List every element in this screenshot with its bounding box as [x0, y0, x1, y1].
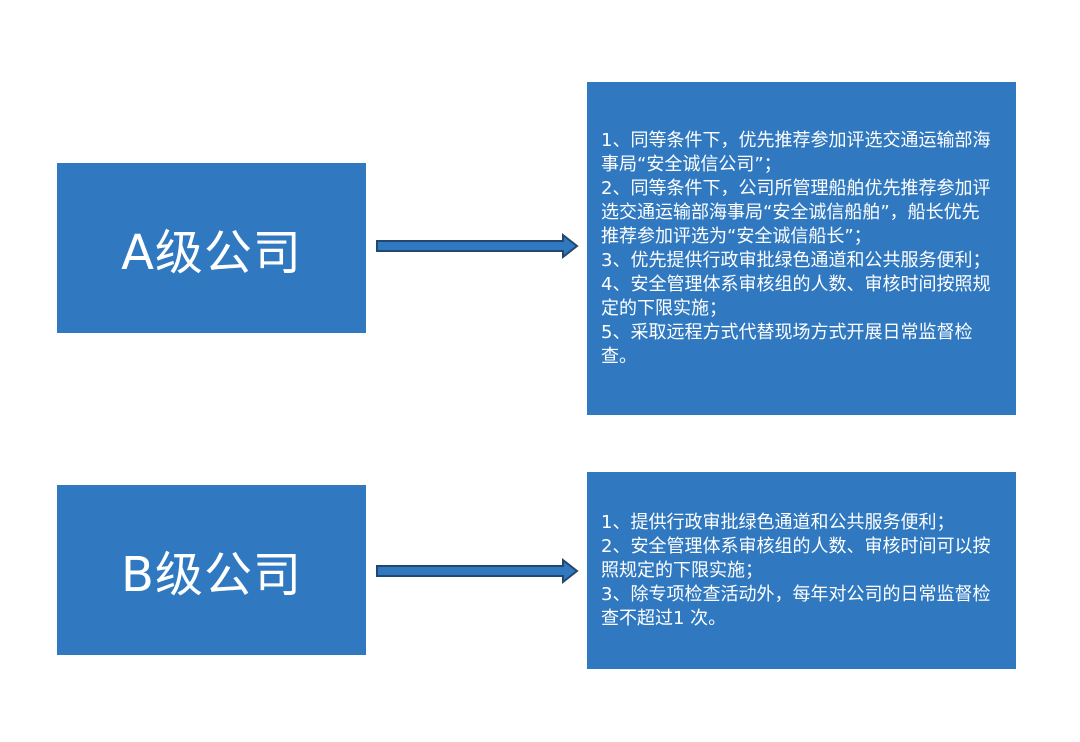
tier-a-benefit-2: 2、同等条件下，公司所管理船舶优先推荐参加评选交通运输部海事局“安全诚信船舶”，…	[601, 177, 991, 247]
tier-b-benefits-box: 1、提供行政审批绿色通道和公共服务便利； 2、安全管理体系审核组的人数、审核时间…	[587, 472, 1016, 669]
tier-a-box: A级公司	[57, 163, 366, 333]
tier-a-benefit-4: 4、安全管理体系审核组的人数、审核时间按照规定的下限实施；	[601, 273, 991, 319]
tier-a-benefits-box: 1、同等条件下，优先推荐参加评选交通运输部海事局“安全诚信公司”； 2、同等条件…	[587, 82, 1016, 415]
tier-a-benefit-3: 3、优先提供行政审批绿色通道和公共服务便利；	[601, 249, 991, 271]
tier-b-benefit-2: 2、安全管理体系审核组的人数、审核时间可以按照规定的下限实施；	[601, 535, 991, 581]
tier-a-benefit-5: 5、采取远程方式代替现场方式开展日常监督检查。	[601, 321, 973, 367]
tier-a-label: A级公司	[121, 225, 302, 281]
tier-a-benefit-1: 1、同等条件下，优先推荐参加评选交通运输部海事局“安全诚信公司”；	[601, 129, 991, 175]
tier-b-box: B级公司	[57, 485, 366, 655]
tier-b-label: B级公司	[121, 547, 302, 603]
tier-b-benefit-1: 1、提供行政审批绿色通道和公共服务便利；	[601, 511, 955, 533]
arrow-a-to-benefits	[376, 232, 579, 260]
tier-b-benefit-3: 3、除专项检查活动外，每年对公司的日常监督检查不超过1 次。	[601, 583, 991, 629]
arrow-b-to-benefits	[376, 557, 579, 585]
